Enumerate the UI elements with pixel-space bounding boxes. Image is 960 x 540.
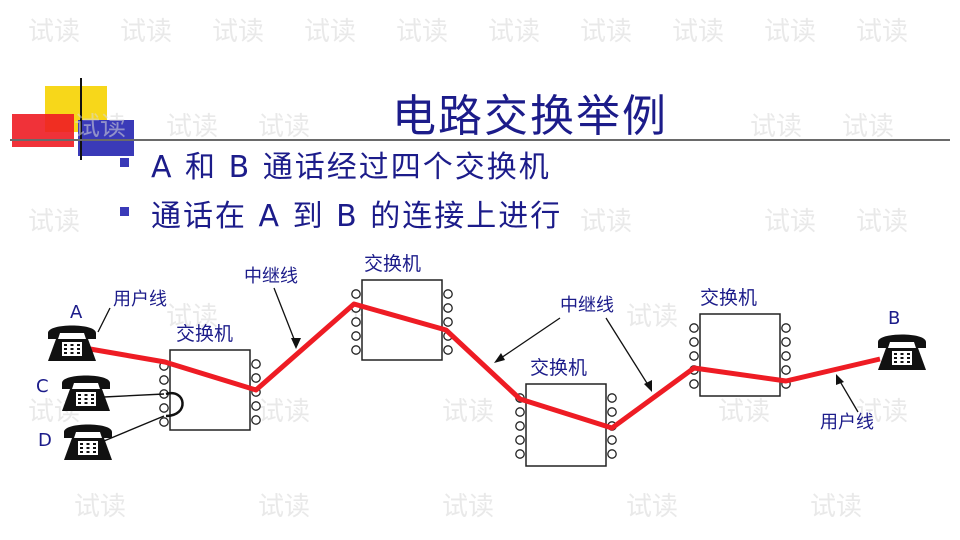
- user-line-label-right: 用户线: [820, 412, 874, 433]
- switch-label: 交换机: [530, 357, 587, 379]
- phone-d: D: [38, 424, 112, 460]
- svg-text:试读: 试读: [488, 17, 540, 47]
- user-line-c: [103, 393, 165, 398]
- user-line-d: [103, 415, 165, 442]
- svg-text:试读: 试读: [856, 397, 908, 427]
- svg-text:试读: 试读: [856, 207, 908, 237]
- svg-text:试读: 试读: [28, 207, 80, 237]
- switch-label: 交换机: [176, 323, 233, 345]
- svg-text:试读: 试读: [442, 397, 494, 427]
- circuit-path: [89, 301, 881, 431]
- switch-3: 交换机: [515, 357, 617, 467]
- svg-text:试读: 试读: [74, 492, 126, 522]
- svg-text:试读: 试读: [580, 207, 632, 237]
- svg-text:试读: 试读: [258, 112, 310, 142]
- bullet-item: A 和 B 通话经过四个交换机: [120, 142, 551, 186]
- decor-vertical-line: [80, 78, 82, 160]
- trunk-line-label-1: 中继线: [244, 266, 298, 287]
- svg-text:试读: 试读: [166, 302, 218, 332]
- switch-1: 交换机: [159, 323, 261, 431]
- svg-text:试读: 试读: [718, 397, 770, 427]
- phone-label-b: B: [888, 308, 900, 329]
- svg-text:试读: 试读: [74, 112, 126, 142]
- switch-label: 交换机: [700, 287, 757, 309]
- svg-text:试读: 试读: [764, 17, 816, 47]
- svg-text:试读: 试读: [626, 492, 678, 522]
- switch-label: 交换机: [364, 253, 421, 275]
- slide-title: 电路交换举例: [392, 91, 668, 142]
- phone-c: C: [36, 375, 110, 411]
- user-line-label-left: 用户线: [113, 289, 167, 310]
- decor-red-block: [12, 114, 74, 147]
- phone-label-d: D: [38, 430, 52, 451]
- svg-text:试读: 试读: [580, 17, 632, 47]
- phone-b: B: [878, 308, 926, 370]
- svg-text:试读: 试读: [764, 207, 816, 237]
- bullet-square-icon: [120, 207, 129, 216]
- svg-text:试读: 试读: [304, 17, 356, 47]
- phone-a: A: [48, 302, 96, 361]
- svg-text:试读: 试读: [626, 302, 678, 332]
- trunk-line-label-2: 中继线: [560, 295, 614, 316]
- decor-blue-block: [78, 120, 134, 156]
- svg-text:试读: 试读: [120, 17, 172, 47]
- svg-text:试读: 试读: [442, 492, 494, 522]
- svg-text:试读: 试读: [842, 112, 894, 142]
- switch-4: 交换机: [689, 287, 791, 397]
- phone-label-c: C: [36, 376, 49, 397]
- svg-text:试读: 试读: [672, 17, 724, 47]
- svg-text:试读: 试读: [166, 112, 218, 142]
- svg-text:试读: 试读: [258, 492, 310, 522]
- svg-text:试读: 试读: [28, 17, 80, 47]
- title-underline: [10, 139, 950, 141]
- svg-text:试读: 试读: [856, 17, 908, 47]
- svg-text:试读: 试读: [396, 17, 448, 47]
- svg-text:试读: 试读: [258, 397, 310, 427]
- watermark-layer: 试读 试读 试读 试读 试读 试读 试读 试读 试读 试读 试读 试读 试读 试…: [28, 17, 908, 522]
- bullet-square-icon: [120, 158, 129, 167]
- bullet-item: 通话在 A 到 B 的连接上进行: [120, 191, 562, 235]
- phone-label-a: A: [70, 302, 83, 323]
- svg-text:试读: 试读: [750, 112, 802, 142]
- svg-text:试读: 试读: [810, 492, 862, 522]
- svg-text:试读: 试读: [212, 17, 264, 47]
